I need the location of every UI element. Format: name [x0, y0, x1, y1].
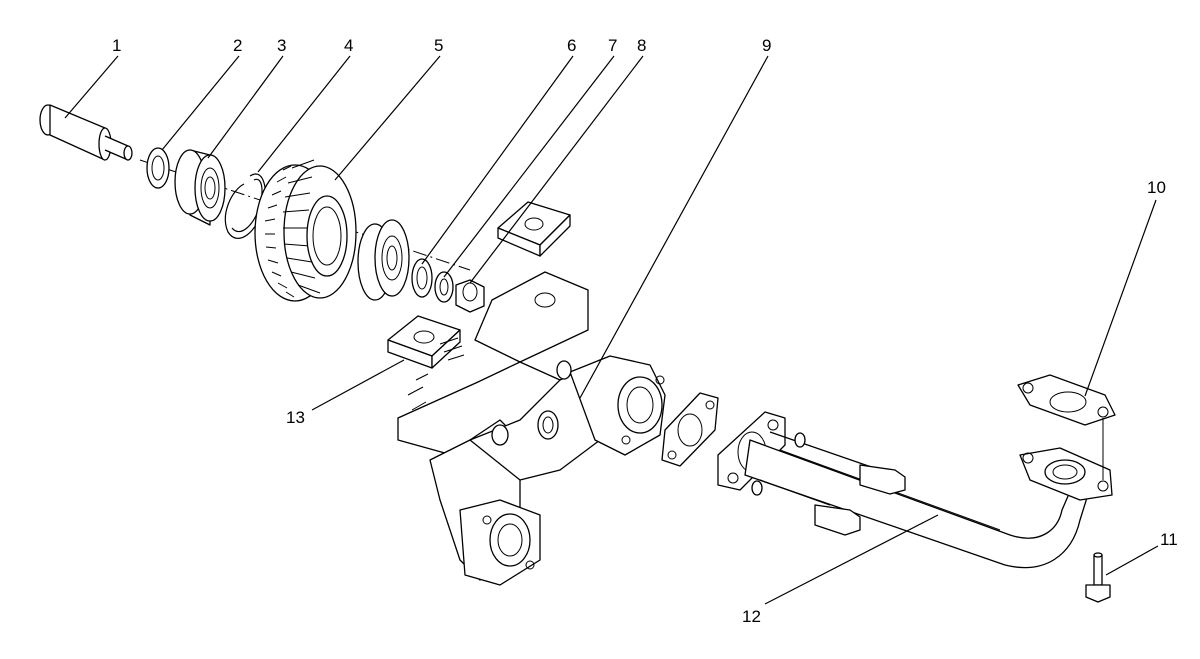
part-8-nut	[455, 279, 485, 313]
part-5-helical-gear	[254, 159, 357, 302]
callout-1: 1	[112, 36, 121, 55]
callout-10: 10	[1147, 178, 1166, 197]
upper-pad-block	[497, 201, 571, 257]
part-3-bearing	[174, 149, 226, 226]
callout-2: 2	[233, 36, 242, 55]
part-13-pad-block	[387, 315, 465, 369]
callout-8: 8	[637, 36, 646, 55]
leader-lines	[64, 55, 1159, 605]
part-11-bolt	[1085, 552, 1111, 603]
callout-6: 6	[567, 36, 576, 55]
callout-4: 4	[344, 36, 353, 55]
callout-12: 12	[742, 607, 761, 626]
callout-13: 13	[286, 408, 305, 427]
part-2-washer	[146, 147, 170, 189]
part-12-outlet-pipe	[717, 411, 1113, 569]
inner-bearing	[357, 219, 410, 301]
callout-9: 9	[762, 36, 771, 55]
flange-gasket	[661, 392, 719, 467]
callout-7: 7	[608, 36, 617, 55]
callout-labels: 1 2 3 4 5 6 7 8 9 10 11 12 13	[112, 36, 1178, 626]
callout-11: 11	[1160, 530, 1178, 549]
part-9-pump-body	[397, 271, 666, 586]
callout-3: 3	[277, 36, 286, 55]
part-7-lock-washer	[434, 271, 454, 303]
callout-5: 5	[434, 36, 443, 55]
part-10-gasket	[1017, 374, 1116, 480]
part-6-washer	[411, 258, 433, 298]
part-1-shaft-pin	[39, 104, 133, 161]
